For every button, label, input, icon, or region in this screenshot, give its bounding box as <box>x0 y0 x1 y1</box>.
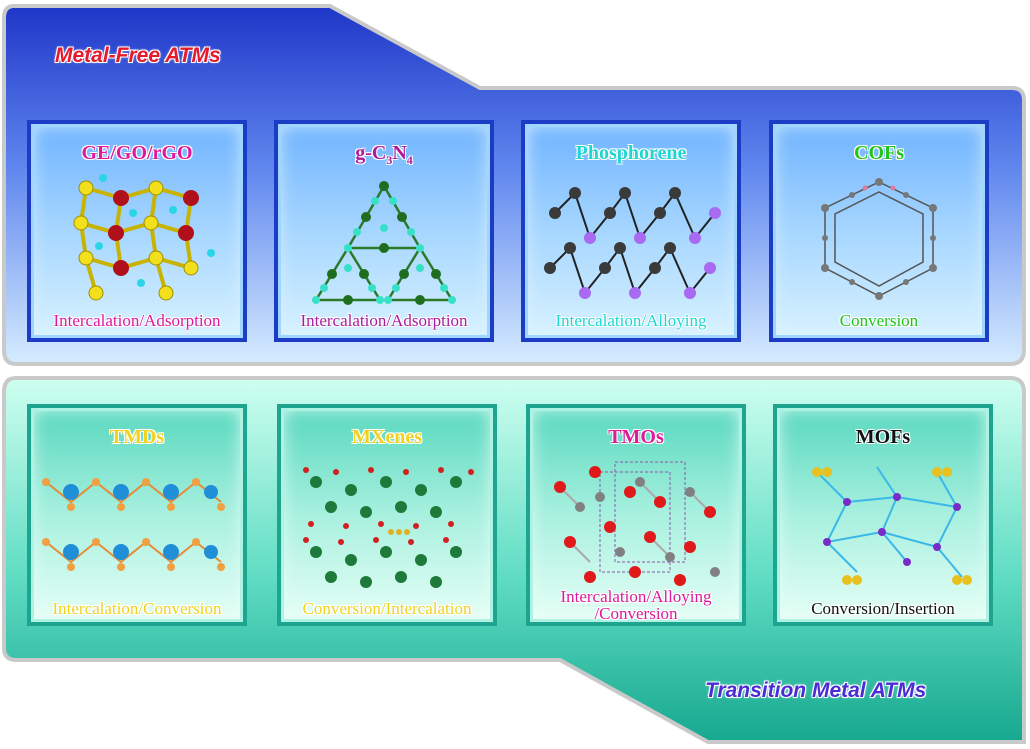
card-mechanism-cofs: Conversion <box>839 311 919 330</box>
card-mechanism-tmds: Intercalation/Conversion <box>52 599 222 618</box>
card-mechanism-phosphorene: Intercalation/Alloying <box>555 311 707 330</box>
tmds-structure-image <box>42 478 225 571</box>
card-mechanism-mofs: Conversion/Insertion <box>811 599 955 618</box>
graphene-structure-image <box>73 174 215 301</box>
card-title-cofs: COFs <box>854 142 904 164</box>
card-mechanism-gc3n4: Intercalation/Adsorption <box>300 311 468 330</box>
card-title-graphene: GE/GO/rGO <box>81 142 193 164</box>
card-phosphorene: Phosphorene Intercalation/Alloying <box>521 120 741 342</box>
bottom-panel <box>2 376 1026 744</box>
card-title-phosphorene: Phosphorene <box>575 142 687 164</box>
tmos-structure-image <box>554 461 720 586</box>
card-mechanism-tmos-line2: /Conversion <box>594 604 678 623</box>
phosphorene-structure-image <box>544 187 721 299</box>
card-title-gc3n4: g-C3N4 <box>355 142 413 167</box>
card-title-tmds: TMDs <box>109 426 165 448</box>
card-gc3n4: g-C3N4 Intercalation/Adsorption <box>274 120 494 342</box>
card-title-mxenes: MXenes <box>352 426 422 448</box>
card-mxenes: MXenes Conversion/Intercalation <box>277 404 497 626</box>
card-tmos: TMOs Intercalation/Alloying /Conversion <box>526 404 746 626</box>
card-mechanism-tmos-line1: Intercalation/Alloying <box>560 587 712 606</box>
metal-free-title: Metal-Free ATMs <box>55 44 221 67</box>
card-title-tmos: TMOs <box>608 426 664 448</box>
card-cofs: COFs Conversion <box>769 120 989 342</box>
card-mechanism-mxenes: Conversion/Intercalation <box>302 599 472 618</box>
mofs-structure-image <box>812 466 972 585</box>
card-mechanism-graphene: Intercalation/Adsorption <box>53 311 221 330</box>
gc3n4-structure-image <box>312 181 456 305</box>
card-mofs: MOFs Conversion/Insertion <box>773 404 993 626</box>
card-graphene: GE/GO/rGO Intercalation/Adsorption <box>27 120 247 342</box>
mxenes-structure-image <box>303 467 474 588</box>
cofs-structure-image <box>821 178 937 300</box>
card-title-mofs: MOFs <box>855 426 911 448</box>
card-tmds: TMDs Intercalation/Conversion <box>27 404 247 626</box>
transition-metal-title: Transition Metal ATMs <box>705 679 927 702</box>
